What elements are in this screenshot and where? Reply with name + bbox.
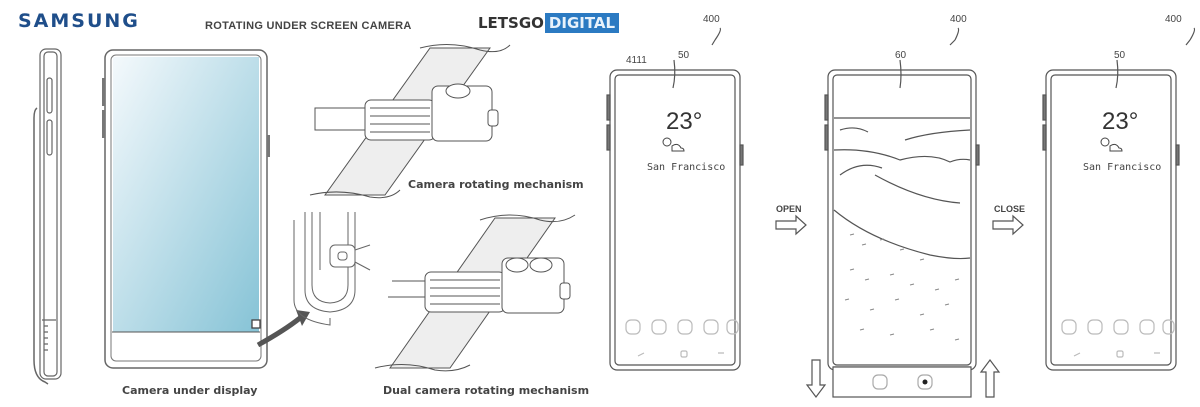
ref-screen-3: 50 [1114, 50, 1126, 61]
dual-camera-rotating-mechanism-drawing [374, 214, 576, 372]
open-arrow-icon [775, 214, 807, 236]
camera-detail-drawing [293, 212, 371, 326]
left-illustration [33, 44, 576, 385]
city-1: San Francisco [647, 162, 726, 173]
ref-device-3: 400 [1165, 14, 1182, 25]
phone-figure-1 [606, 27, 744, 371]
patent-drawings [606, 27, 1196, 398]
logo-digital: DIGITAL [544, 13, 620, 33]
temperature-1: 23° [666, 108, 703, 135]
camera-rotating-mechanism-drawing [309, 44, 511, 199]
down-arrow-icon [805, 359, 827, 398]
up-arrow-icon [979, 359, 1001, 398]
temperature-3: 23° [1102, 108, 1139, 135]
ref-device-1: 400 [703, 14, 720, 25]
phone-figure-2 [824, 27, 980, 398]
open-label: OPEN [776, 204, 802, 214]
ref-corner-1: 4111 [626, 55, 647, 66]
ref-screen-2: 60 [895, 50, 907, 61]
caption-dual-camera-rotating-mechanism: Dual camera rotating mechanism [383, 384, 590, 397]
close-arrow-icon [992, 214, 1024, 236]
letsgodigital-logo: LETSGO DIGITAL [478, 13, 620, 33]
close-label: CLOSE [994, 204, 1026, 214]
logo-letsgo: LETSGO [478, 14, 544, 32]
samsung-logo: SAMSUNG [18, 10, 140, 32]
ref-device-2: 400 [950, 14, 967, 25]
phone-front-view [102, 49, 270, 369]
under-display-camera-marker [251, 319, 261, 329]
page-title: ROTATING UNDER SCREEN CAMERA [205, 20, 412, 32]
city-3: San Francisco [1083, 162, 1162, 173]
caption-camera-rotating-mechanism: Camera rotating mechanism [408, 178, 584, 191]
phone-side-view [33, 48, 62, 385]
phone-figure-3 [1042, 27, 1196, 371]
caption-camera-under-display: Camera under display [122, 384, 258, 397]
zoom-arrow [256, 316, 302, 348]
ref-screen-1: 50 [678, 50, 690, 61]
